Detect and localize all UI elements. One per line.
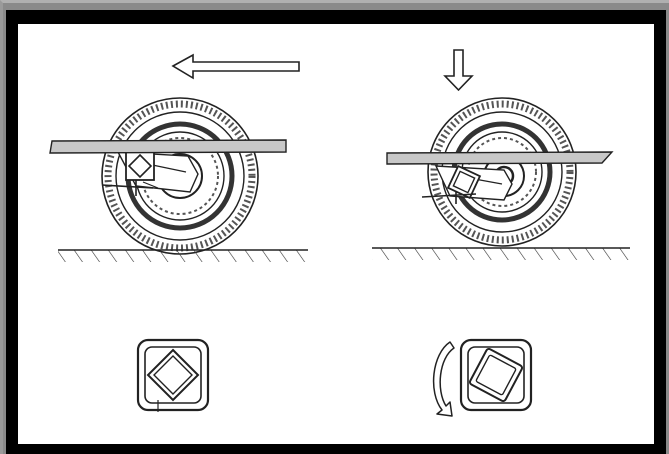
ground-left <box>58 249 308 262</box>
right-illustration <box>372 49 630 417</box>
diagram-panel <box>18 24 654 444</box>
spring-arm-left <box>101 151 199 196</box>
ground-right <box>372 247 630 260</box>
arrow-down-icon <box>443 49 474 92</box>
rotate-arrow-icon <box>432 341 455 417</box>
spring-arm-right <box>421 164 513 204</box>
suspension-diagram <box>49 49 630 417</box>
bushing-square-left <box>136 338 210 412</box>
bushing-rotated-right <box>459 338 533 412</box>
left-illustration <box>49 53 308 412</box>
arrow-left-icon <box>171 53 300 80</box>
beam-left <box>49 139 287 154</box>
beam-right <box>386 151 614 165</box>
